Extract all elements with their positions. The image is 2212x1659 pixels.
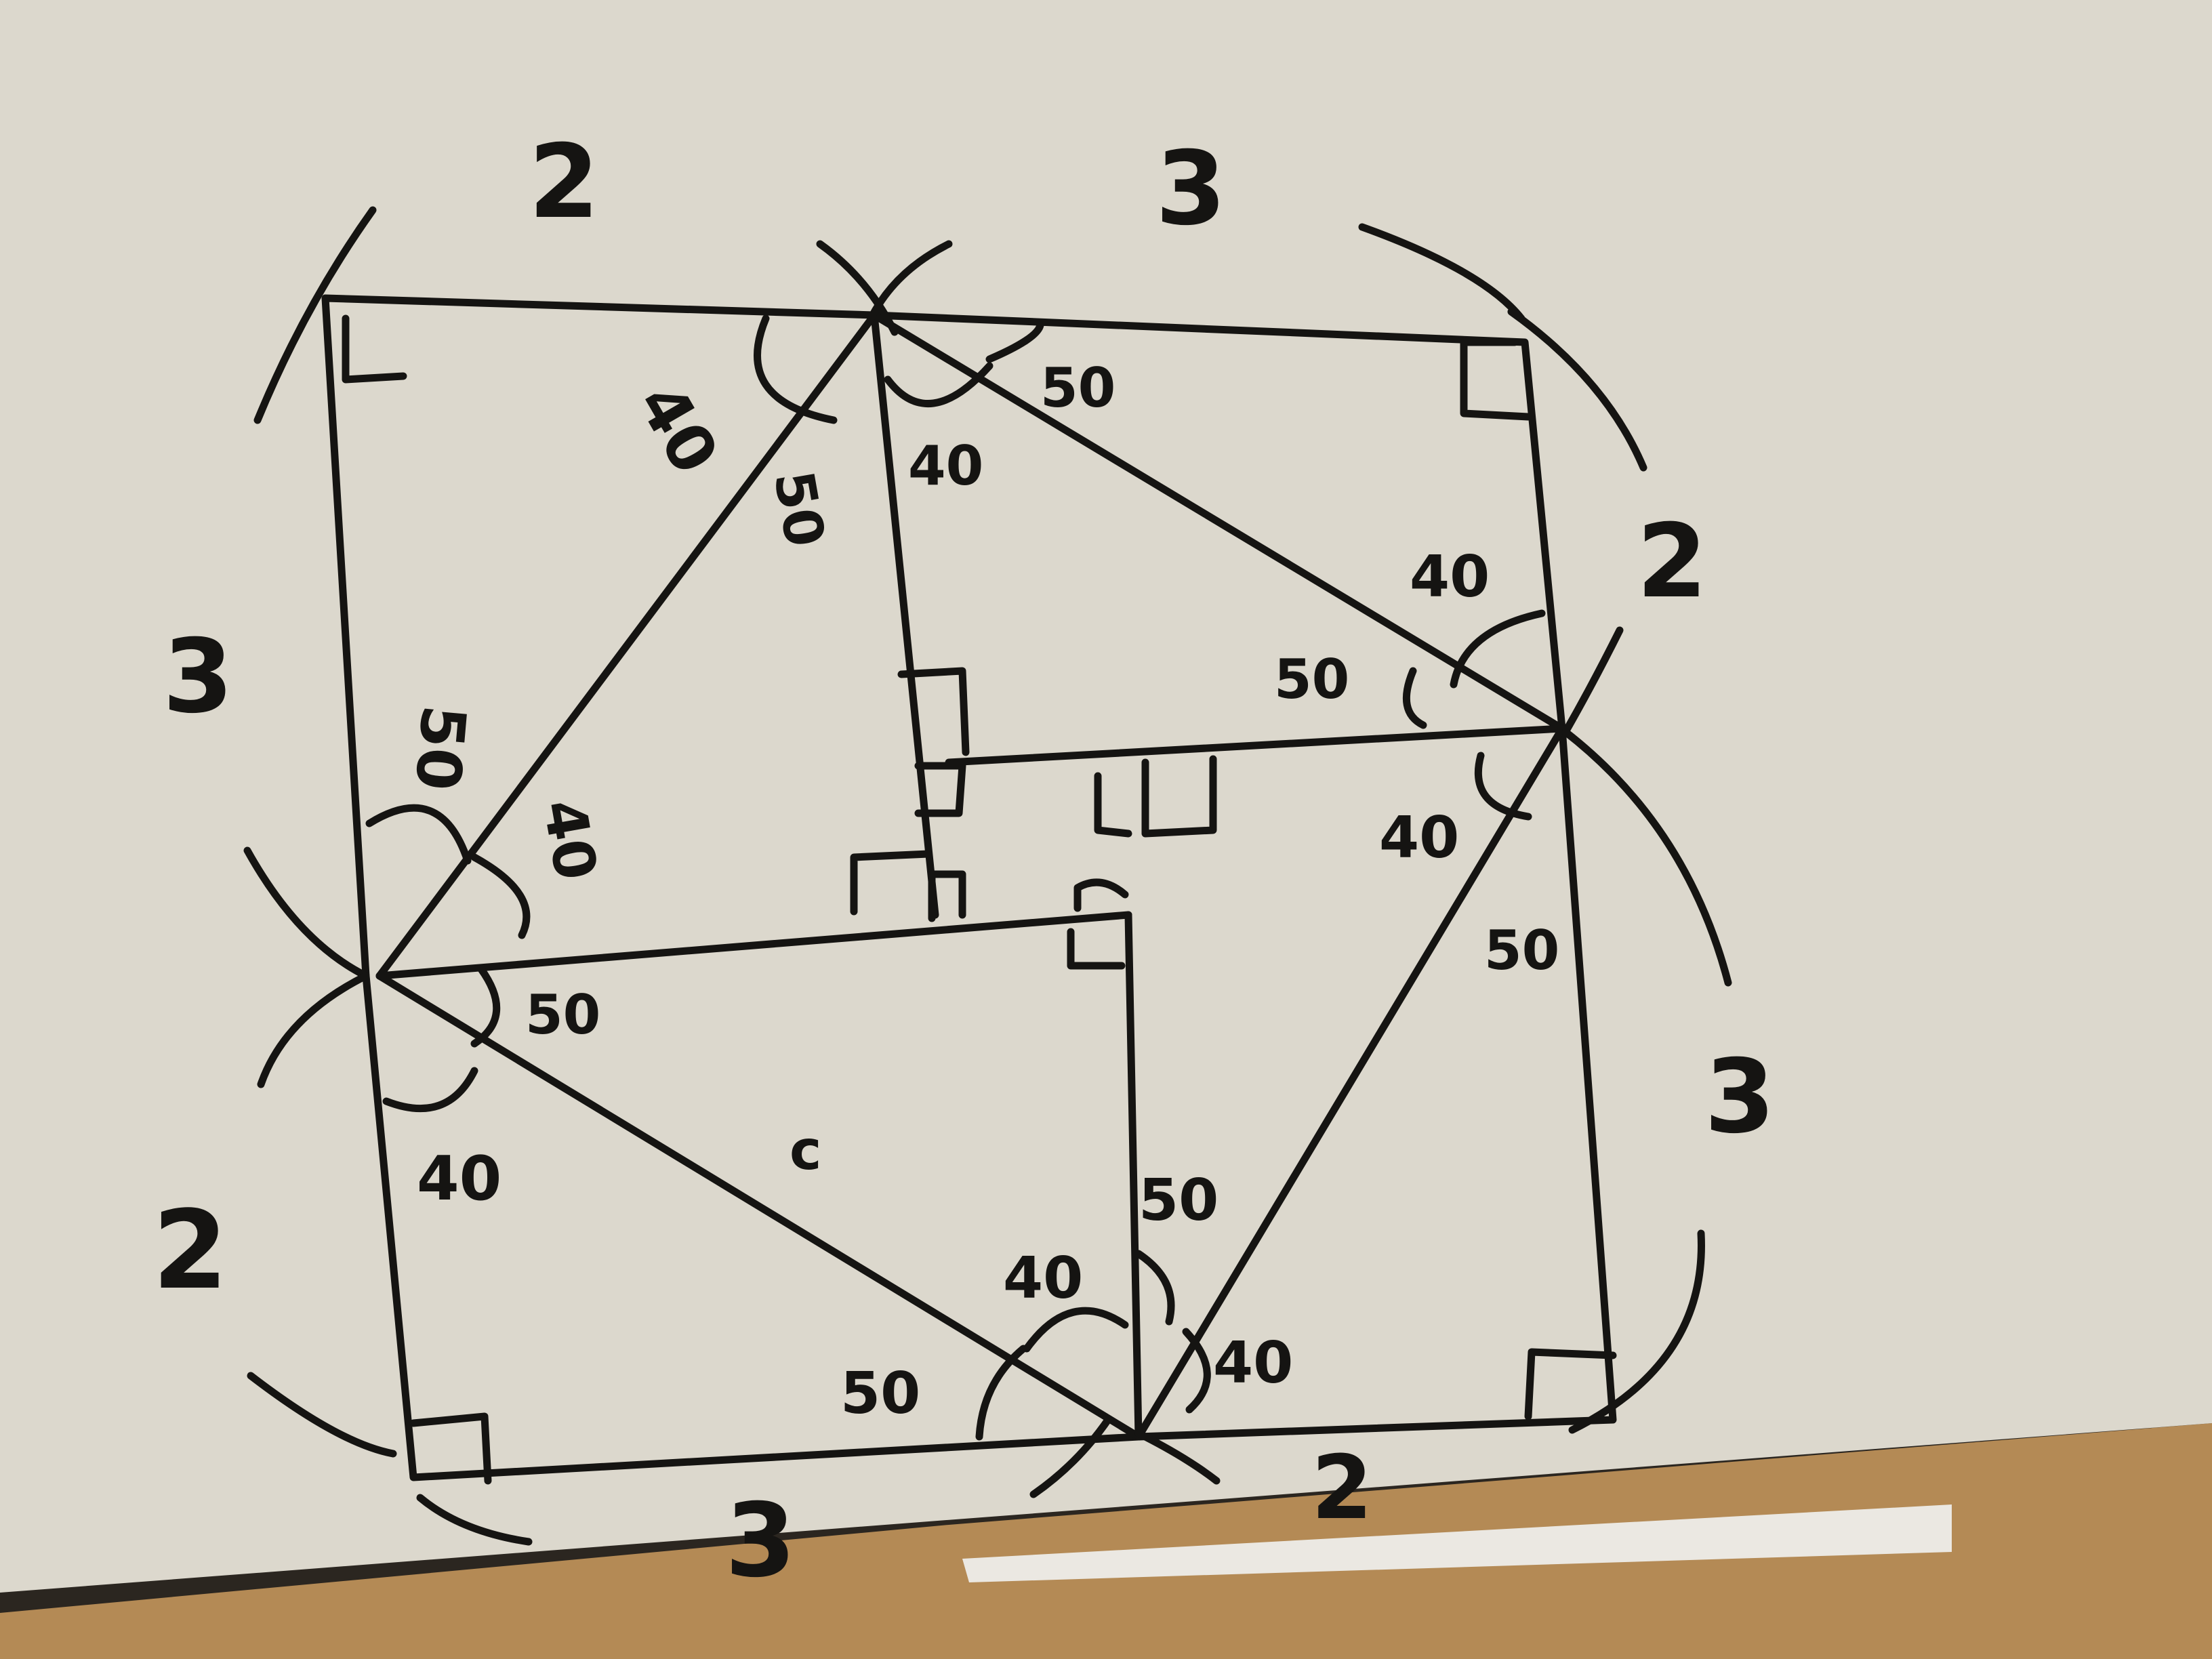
angle-label: 40: [908, 434, 983, 497]
angle-label: 40: [529, 794, 609, 885]
paper-strip: [962, 1504, 1952, 1582]
inner-horizontal-upper: [945, 724, 1566, 766]
compass-arc: [247, 1372, 397, 1458]
angle-arc: [470, 853, 531, 939]
angle-arc: [365, 804, 472, 865]
compass-arc: [1029, 1416, 1112, 1498]
angle-label: 50: [525, 983, 600, 1046]
compass-arc: [257, 972, 370, 1088]
right-angle-mark: [897, 667, 970, 756]
angle-arc: [470, 965, 501, 1048]
angle-arc: [1023, 1307, 1129, 1353]
hypotenuse-top-right: [870, 311, 1566, 733]
compass-arc: [1561, 728, 1732, 987]
compass-arc: [253, 206, 377, 424]
right-angle-mark: [342, 314, 407, 384]
angle-arc: [1450, 609, 1546, 689]
angle-arc: [1474, 752, 1532, 821]
angle-label: 50: [1139, 1167, 1218, 1234]
compass-arc: [1358, 223, 1525, 323]
compass-arc: [1568, 1229, 1705, 1434]
hypotenuse-bottom-right: [1134, 724, 1566, 1441]
compass-arc: [816, 240, 899, 336]
angle-label: 50: [840, 1360, 920, 1427]
right-angle-mark: [1460, 338, 1532, 421]
angle-arc: [1402, 667, 1427, 729]
right-angle-mark: [1067, 928, 1126, 970]
whiteboard-surface: [0, 0, 2212, 1593]
angle-arc: [754, 314, 838, 424]
side-label: 2: [1637, 503, 1707, 621]
compass-arc: [243, 846, 370, 980]
hypotenuse-top-left: [375, 311, 878, 980]
right-angle-mark: [914, 762, 966, 817]
hypotenuse-label: c: [790, 1119, 821, 1182]
angle-label: 40: [1213, 1330, 1293, 1397]
angle-arc: [985, 321, 1044, 363]
angle-label: 40: [417, 1143, 501, 1214]
compass-arc: [1507, 308, 1647, 472]
angle-arc: [1182, 1328, 1211, 1414]
inner-horizontal-lower: [375, 911, 1132, 980]
side-label: 3: [725, 1482, 796, 1600]
angle-label: 40: [1410, 544, 1490, 611]
angle-label: 40: [1003, 1245, 1083, 1312]
right-angle-mark: [1141, 755, 1217, 838]
compass-arc: [416, 1494, 533, 1546]
compass-arc: [1134, 1429, 1221, 1485]
right-angle-mark: [850, 850, 933, 916]
right-angle-mark: [1094, 772, 1132, 838]
angle-arc: [1134, 1250, 1175, 1326]
angle-arc: [884, 362, 994, 407]
angle-arc: [382, 1067, 478, 1113]
angle-label: 50: [1484, 919, 1559, 982]
side-label: 3: [163, 618, 233, 736]
side-label: 3: [1704, 1038, 1775, 1156]
compass-arc: [867, 240, 953, 323]
angle-label: 50: [1274, 648, 1349, 711]
side-label: 2: [152, 1187, 228, 1313]
right-angle-mark: [1524, 1348, 1617, 1420]
angle-arc: [975, 1345, 1027, 1441]
inner-vertical-right: [1124, 911, 1143, 1441]
side-label: 2: [1311, 1436, 1372, 1539]
angle-label: 50: [762, 466, 837, 552]
right-angle-mark: [928, 870, 966, 922]
side-label: 3: [1155, 130, 1226, 248]
angle-label: 50: [1040, 356, 1115, 419]
right-angle-mark: [409, 1412, 492, 1485]
compass-arc: [1561, 626, 1624, 736]
angle-label: 40: [1379, 804, 1459, 872]
side-label: 2: [529, 123, 599, 241]
angle-label: 50: [401, 703, 480, 794]
right-angle-mark: [1073, 878, 1129, 912]
desk-surface: [0, 1423, 2212, 1659]
outer-square: [321, 294, 1617, 1481]
